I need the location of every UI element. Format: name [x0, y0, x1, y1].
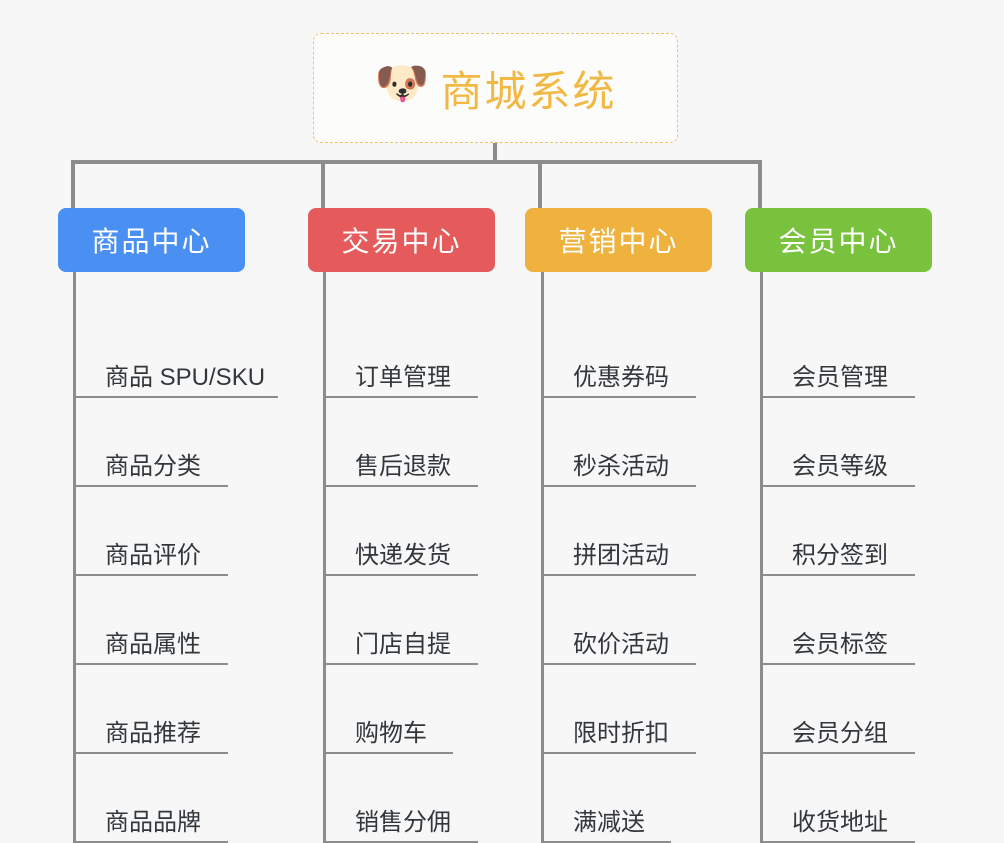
- connector-drop-product-center: [71, 160, 75, 208]
- category-box-marketing-center[interactable]: 营销中心: [525, 208, 712, 272]
- leaf-item-label: 积分签到: [792, 542, 888, 570]
- leaf-item[interactable]: 订单管理: [323, 309, 478, 398]
- leaf-item[interactable]: 满减送: [541, 754, 671, 843]
- leaf-item[interactable]: 销售分佣: [323, 754, 478, 843]
- leaf-item[interactable]: 积分签到: [760, 487, 915, 576]
- leaf-item[interactable]: 会员等级: [760, 398, 915, 487]
- leaf-item-label: 商品推荐: [105, 720, 201, 748]
- leaf-item[interactable]: 收货地址: [760, 754, 915, 843]
- connector-drop-member-center: [758, 160, 762, 208]
- leaf-spine: [541, 272, 544, 843]
- category-label: 营销中心: [558, 226, 679, 257]
- leaf-item-label: 会员等级: [792, 453, 888, 481]
- leaf-item-label: 拼团活动: [573, 542, 669, 570]
- leaf-item[interactable]: 门店自提: [323, 576, 478, 665]
- leaf-item-label: 满减送: [573, 809, 645, 837]
- category-label: 会员中心: [778, 226, 899, 257]
- connector-drop-trade-center: [321, 160, 325, 208]
- leaf-item[interactable]: 商品 SPU/SKU: [73, 309, 278, 398]
- category-box-member-center[interactable]: 会员中心: [745, 208, 932, 272]
- leaf-item[interactable]: 会员管理: [760, 309, 915, 398]
- leaf-item[interactable]: 拼团活动: [541, 487, 696, 576]
- leaf-spine: [323, 272, 326, 843]
- category-box-product-center[interactable]: 商品中心: [58, 208, 245, 272]
- leaf-item-label: 砍价活动: [573, 631, 669, 659]
- root-title: 商城系统: [440, 67, 617, 115]
- connector-drop-marketing-center: [538, 160, 542, 208]
- leaf-item-label: 商品分类: [105, 453, 201, 481]
- leaf-item-label: 门店自提: [355, 631, 451, 659]
- leaf-item-label: 商品 SPU/SKU: [105, 364, 266, 392]
- leaf-item[interactable]: 购物车: [323, 665, 453, 754]
- leaf-item[interactable]: 商品属性: [73, 576, 228, 665]
- leaf-item-label: 会员标签: [792, 631, 888, 659]
- leaf-item[interactable]: 商品分类: [73, 398, 228, 487]
- leaf-item[interactable]: 会员标签: [760, 576, 915, 665]
- root-node[interactable]: 🐶 商城系统: [313, 33, 678, 143]
- leaf-item[interactable]: 快递发货: [323, 487, 478, 576]
- leaf-item-label: 限时折扣: [573, 720, 669, 748]
- leaf-item-label: 商品评价: [105, 542, 201, 570]
- leaf-item[interactable]: 秒杀活动: [541, 398, 696, 487]
- leaf-item-label: 会员分组: [792, 720, 888, 748]
- leaf-item[interactable]: 砍价活动: [541, 576, 696, 665]
- leaf-item-label: 秒杀活动: [573, 453, 669, 481]
- leaf-item-label: 购物车: [355, 720, 427, 748]
- leaf-item-label: 会员管理: [792, 364, 888, 392]
- leaf-spine: [73, 272, 76, 843]
- leaf-item[interactable]: 商品品牌: [73, 754, 228, 843]
- leaf-item[interactable]: 限时折扣: [541, 665, 696, 754]
- leaf-item-label: 收货地址: [792, 809, 888, 837]
- category-box-trade-center[interactable]: 交易中心: [308, 208, 495, 272]
- leaf-spine: [760, 272, 763, 843]
- leaf-item-label: 优惠券码: [573, 364, 669, 392]
- leaf-item[interactable]: 会员分组: [760, 665, 915, 754]
- shiba-dog-face-icon: 🐶: [374, 59, 430, 108]
- leaf-item[interactable]: 优惠券码: [541, 309, 696, 398]
- leaf-item-label: 订单管理: [355, 364, 451, 392]
- leaf-item[interactable]: 商品评价: [73, 487, 228, 576]
- leaf-item-label: 商品品牌: [105, 809, 201, 837]
- leaf-item-label: 销售分佣: [355, 809, 451, 837]
- category-label: 交易中心: [341, 226, 462, 257]
- connector-root-stem: [493, 143, 497, 164]
- leaf-item[interactable]: 售后退款: [323, 398, 478, 487]
- leaf-item-label: 快递发货: [355, 542, 451, 570]
- category-label: 商品中心: [91, 226, 212, 257]
- leaf-item[interactable]: 商品推荐: [73, 665, 228, 754]
- leaf-item-label: 商品属性: [105, 631, 201, 659]
- leaf-item-label: 售后退款: [355, 453, 451, 481]
- connector-bus: [71, 160, 762, 164]
